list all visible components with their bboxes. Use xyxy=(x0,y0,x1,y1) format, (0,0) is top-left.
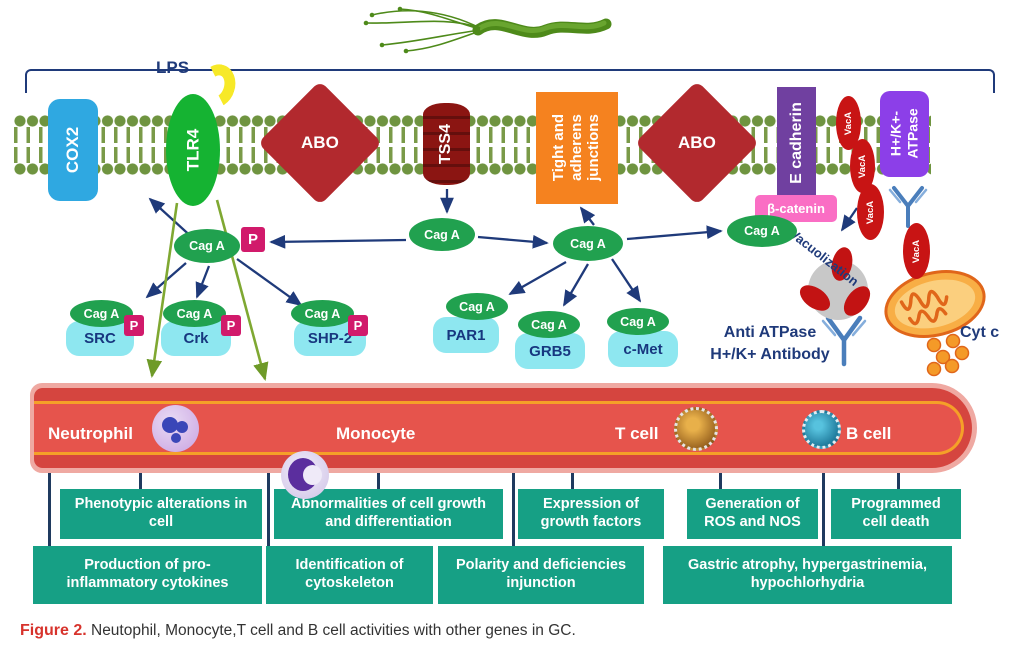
h-pylori-bacterium-icon xyxy=(363,6,612,54)
outcome-box-proinflammatory-cytokines: Production of pro-inflammatory cytokines xyxy=(33,546,262,604)
figure-caption: Figure 2. Neutophil, Monocyte,T cell and… xyxy=(20,622,576,640)
connector-line xyxy=(139,470,142,490)
e-cadherin-protein: E cadherin xyxy=(777,87,816,199)
tlr4-receptor: TLR4 xyxy=(166,94,220,206)
outcome-box-polarity-deficiencies: Polarity and deficiencies injunction xyxy=(438,546,644,604)
anti-atpase-label: Anti ATPase H+/K+ Antibody xyxy=(710,324,830,363)
phosphate-badge-shp2: P xyxy=(348,315,368,336)
beta-catenin-protein: β-catenin xyxy=(755,195,837,222)
anti-atpase-antibody-icon xyxy=(821,315,867,367)
neutrophil-label: Neutrophil xyxy=(48,424,133,443)
tlr4-to-vessel-lines xyxy=(146,199,269,382)
caga-oval-cmet: Cag A xyxy=(607,308,669,335)
monocyte-cell-icon xyxy=(281,451,329,499)
caga-oval-hub: Cag A xyxy=(553,226,623,261)
par1-target-box: PAR1 xyxy=(433,317,499,353)
caga-oval-bcatenin: Cag A xyxy=(727,215,797,247)
connector-line xyxy=(377,470,380,490)
vaca-toxin-3: VacA xyxy=(857,184,884,240)
connector-line xyxy=(512,470,515,548)
hk-atpase-protein: H+/K+- ATPase xyxy=(880,91,929,177)
caga-oval-src: Cag A xyxy=(70,300,133,327)
connector-line xyxy=(719,470,722,490)
cmet-target-box: c-Met xyxy=(608,331,678,367)
vacuole-icon xyxy=(799,247,871,320)
b-cell-icon xyxy=(802,410,841,449)
lps-label: LPS xyxy=(156,58,190,77)
mitochondria-icon xyxy=(884,270,986,338)
connector-line xyxy=(571,470,574,490)
outcome-box-abnormalities-growth: Abnormalities of cell growth and differe… xyxy=(274,489,503,539)
neutrophil-cell-icon xyxy=(152,405,199,452)
vaca-toxin-4: VacA xyxy=(903,223,930,279)
caga-oval-tss4: Cag A xyxy=(409,218,475,251)
monocyte-label: Monocyte xyxy=(336,424,416,443)
connector-line xyxy=(48,470,51,548)
caga-oval-crk: Cag A xyxy=(163,300,226,327)
antibody-icon xyxy=(888,186,928,228)
outcome-box-growth-factors: Expression of growth factors xyxy=(518,489,664,539)
phosphate-badge-crk: P xyxy=(221,315,241,336)
t-cell-label: T cell xyxy=(615,424,659,443)
figure-caption-label: Figure 2. xyxy=(20,622,87,639)
outcome-box-ros-nos: Generation of ROS and NOS xyxy=(687,489,818,539)
caga-oval-grb5: Cag A xyxy=(518,311,580,338)
tss4-secretion-system: TSS4 xyxy=(423,103,470,185)
host-cell-bracket xyxy=(25,69,995,93)
b-cell-label: B cell xyxy=(846,424,892,443)
outcome-box-phenotypic-alterations: Phenotypic alterations in cell xyxy=(60,489,262,539)
connector-line xyxy=(897,470,900,490)
caga-oval-tlr4: Cag A xyxy=(174,229,240,263)
t-cell-icon xyxy=(674,407,718,451)
caga-oval-shp2: Cag A xyxy=(291,300,354,327)
cyt-c-label: Cyt c xyxy=(960,324,1000,341)
grb5-target-box: GRB5 xyxy=(515,333,585,369)
outcome-box-cytoskeleton: Identification of cytoskeleton xyxy=(266,546,433,604)
outcome-box-programmed-cell-death: Programmed cell death xyxy=(831,489,961,539)
cox2-protein: COX2 xyxy=(48,99,98,201)
outcome-box-gastric-atrophy: Gastric atrophy, hypergastrinemia, hypoc… xyxy=(663,546,952,604)
caga-oval-par1: Cag A xyxy=(446,293,508,320)
phosphate-badge-src: P xyxy=(124,315,144,336)
connector-line xyxy=(822,470,825,548)
figure-caption-text: Neutophil, Monocyte,T cell and B cell ac… xyxy=(86,622,576,639)
cytochrome-c-dots-icon xyxy=(926,333,970,377)
phosphate-badge-tlr4: P xyxy=(241,227,265,252)
tight-adherens-junctions: Tight and adherens junctions xyxy=(536,92,618,204)
connector-line xyxy=(267,470,270,548)
